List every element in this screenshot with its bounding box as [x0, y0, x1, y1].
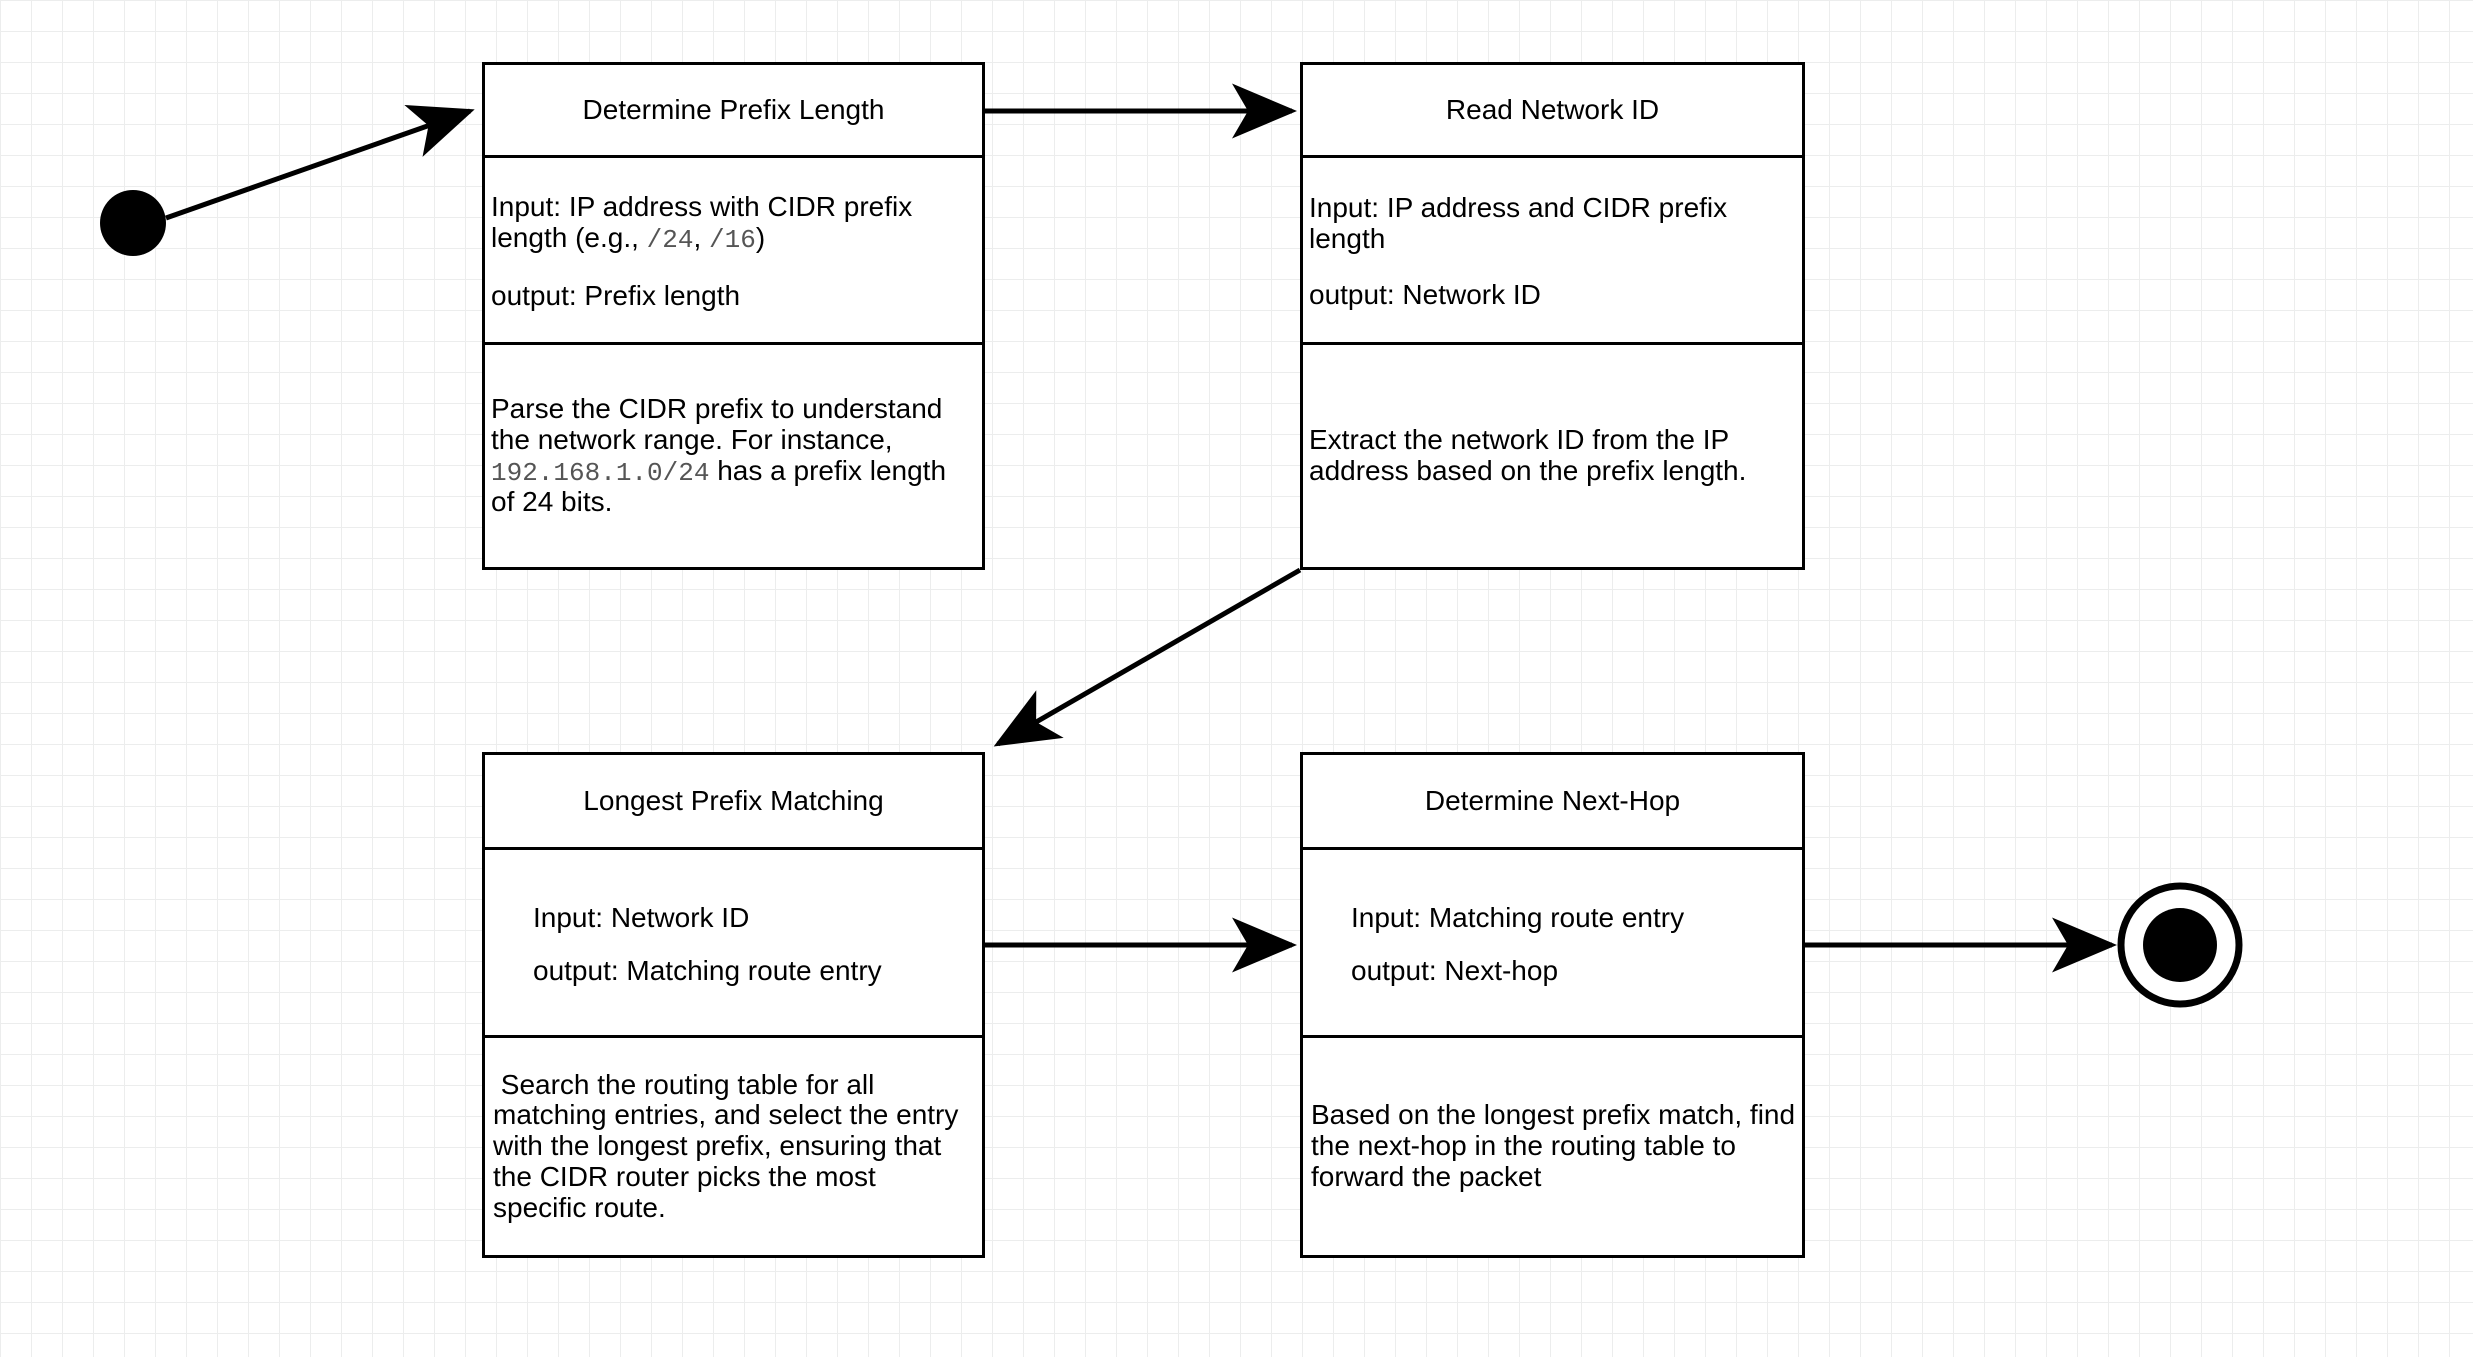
code-prefix-24: /24 [646, 225, 694, 256]
node-determine-next-hop[interactable]: Determine Next-Hop Input: Matching route… [1300, 752, 1805, 1258]
node-description: Parse the CIDR prefix to understand the … [491, 393, 976, 518]
node-determine-prefix-length[interactable]: Determine Prefix Length Input: IP addres… [482, 62, 985, 570]
node-title: Read Network ID [1303, 65, 1802, 158]
node-input-line: Input: IP address with CIDR prefix lengt… [491, 191, 976, 256]
node-description-section: Based on the longest prefix match, find … [1303, 1038, 1802, 1255]
node-description: Search the routing table for all matchin… [493, 1068, 967, 1223]
node-output-line: output: Next-hop [1351, 954, 1559, 986]
node-io-section: Input: IP address with CIDR prefix lengt… [485, 158, 982, 345]
node-longest-prefix-matching[interactable]: Longest Prefix Matching Input: Network I… [482, 752, 985, 1258]
io-spacer [491, 934, 976, 956]
edge-start-to-prefix-length [165, 104, 475, 221]
end-node[interactable] [2117, 882, 2243, 1008]
node-input-line: Input: Network ID [533, 901, 750, 933]
description-prefix: Parse the CIDR prefix to understand the … [491, 393, 951, 455]
node-output-line: output: Network ID [1309, 279, 1541, 311]
node-title: Determine Next-Hop [1303, 755, 1802, 850]
node-input-line: Input: Matching route entry [1351, 901, 1685, 933]
node-description-section: Extract the network ID from the IP addre… [1303, 345, 1802, 567]
node-description-section: Search the routing table for all matchin… [485, 1038, 982, 1255]
node-input-line: Input: IP address and CIDR prefix length [1309, 191, 1735, 254]
node-output-line: output: Matching route entry [533, 954, 882, 986]
node-io-section: Input: Matching route entry output: Next… [1303, 850, 1802, 1038]
node-title: Determine Prefix Length [485, 65, 982, 158]
node-description: Extract the network ID from the IP addre… [1309, 424, 1747, 486]
node-title: Longest Prefix Matching [485, 755, 982, 850]
io-spacer [1309, 254, 1796, 280]
input-suffix: ) [755, 222, 766, 254]
code-cidr-example: 192.168.1.0/24 [491, 457, 710, 488]
node-description: Based on the longest prefix match, find … [1311, 1099, 1803, 1192]
node-output-line: output: Prefix length [491, 279, 741, 311]
edge-network-id-to-lpm [993, 567, 1302, 747]
node-description-section: Parse the CIDR prefix to understand the … [485, 345, 982, 567]
node-io-section: Input: Network ID output: Matching route… [485, 850, 982, 1038]
start-node[interactable] [100, 190, 166, 256]
code-prefix-16: /16 [709, 225, 756, 256]
io-spacer [491, 255, 976, 281]
description-suffix: has a prefix length of 24 bits. [491, 454, 954, 518]
io-spacer [1309, 934, 1796, 956]
node-read-network-id[interactable]: Read Network ID Input: IP address and CI… [1300, 62, 1805, 570]
input-text: Input: IP address with CIDR prefix lengt… [491, 191, 920, 254]
io-separator: , [693, 222, 710, 254]
node-io-section: Input: IP address and CIDR prefix length… [1303, 158, 1802, 345]
